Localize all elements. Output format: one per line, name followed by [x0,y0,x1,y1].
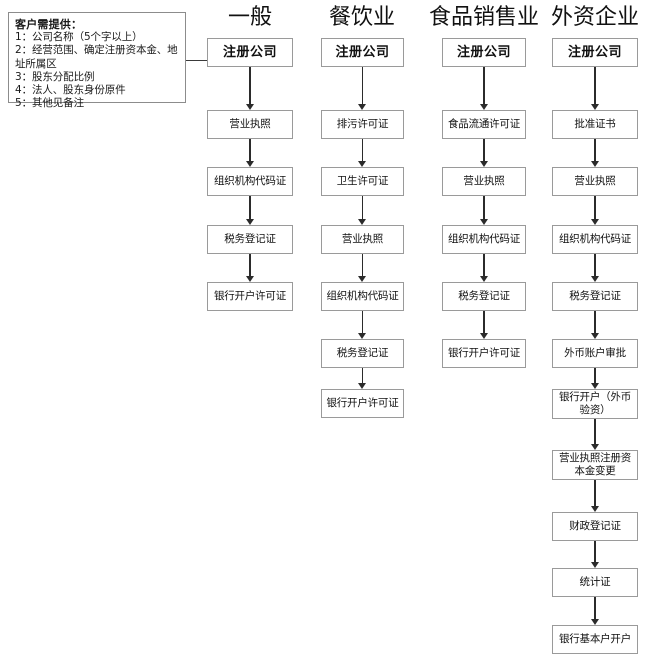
arrow-line-0-3 [249,254,251,278]
note-line-2: 2：经营范围、确定注册资本金、地址所属区 [15,44,178,70]
arrow-head-2-4 [479,333,488,339]
arrow-line-3-2 [594,196,596,221]
flow-node-2-0[interactable]: 注册公司 [442,38,526,67]
arrow-head-0-2 [245,219,254,225]
flow-node-0-0[interactable]: 注册公司 [207,38,293,67]
flow-node-3-9[interactable]: 统计证 [552,568,638,597]
flow-node-1-5[interactable]: 税务登记证 [321,339,404,368]
flow-node-2-4[interactable]: 税务登记证 [442,282,526,311]
arrow-head-3-1 [590,161,599,167]
arrow-line-3-6 [594,419,596,446]
arrow-line-3-3 [594,254,596,278]
arrow-line-2-1 [483,139,485,163]
arrow-head-3-8 [590,562,599,568]
arrow-line-2-3 [483,254,485,278]
flow-node-2-5[interactable]: 银行开户许可证 [442,339,526,368]
arrow-head-2-0 [479,104,488,110]
arrow-line-1-3 [361,254,364,278]
flow-node-3-10[interactable]: 银行基本户开户 [552,625,638,654]
flow-node-3-4[interactable]: 税务登记证 [552,282,638,311]
arrow-line-0-0 [249,67,251,106]
arrow-line-0-2 [249,196,251,221]
arrow-line-3-1 [594,139,596,163]
flow-node-3-1[interactable]: 批准证书 [552,110,638,139]
flow-node-1-6[interactable]: 银行开户许可证 [321,389,404,418]
arrow-head-1-1 [358,161,366,167]
flow-node-1-3[interactable]: 营业执照 [321,225,404,254]
flow-node-2-3[interactable]: 组织机构代码证 [442,225,526,254]
arrow-head-2-2 [479,219,488,225]
arrow-line-1-4 [361,311,364,335]
arrow-head-1-5 [358,383,366,389]
arrow-head-1-2 [358,219,366,225]
note-title: 客户需提供： [15,18,83,31]
flow-node-1-0[interactable]: 注册公司 [321,38,404,67]
arrow-line-3-9 [594,597,596,621]
note-line-4: 4：法人、股东身份原件 [15,84,126,97]
flow-node-3-7[interactable]: 营业执照注册资本金变更 [552,450,638,480]
customer-requirements-note: 客户需提供： 1：公司名称（5个字以上） 2：经营范围、确定注册资本金、地址所属… [8,12,186,109]
arrow-line-2-0 [483,67,485,106]
flow-node-3-5[interactable]: 外币账户审批 [552,339,638,368]
column-header-general: 一般 [227,5,272,30]
arrow-line-3-8 [594,541,596,564]
arrow-head-0-1 [245,161,254,167]
arrow-line-0-1 [249,139,251,163]
flow-node-0-2[interactable]: 组织机构代码证 [207,167,293,196]
arrow-head-3-3 [590,276,599,282]
arrow-line-2-4 [483,311,485,335]
arrow-head-1-0 [358,104,366,110]
arrow-line-1-0 [361,67,364,106]
flow-node-0-3[interactable]: 税务登记证 [207,225,293,254]
arrow-head-3-6 [590,444,599,450]
column-header-food-sales: 食品销售业 [428,5,539,30]
arrow-head-0-0 [245,104,254,110]
flow-node-0-4[interactable]: 银行开户许可证 [207,282,293,311]
note-line-3: 3：股东分配比例 [15,70,95,83]
arrow-line-3-4 [594,311,596,335]
arrow-line-1-2 [361,196,364,221]
flow-node-0-1[interactable]: 营业执照 [207,110,293,139]
arrow-line-1-5 [361,368,364,385]
flow-node-1-1[interactable]: 排污许可证 [321,110,404,139]
note-line-5: 5：其他见备注 [15,97,84,110]
arrow-head-3-7 [590,506,599,512]
arrow-line-2-2 [483,196,485,221]
flow-node-1-2[interactable]: 卫生许可证 [321,167,404,196]
note-connector-line [186,60,208,61]
arrow-head-0-3 [245,276,254,282]
arrow-line-3-7 [594,480,596,508]
arrow-head-1-4 [358,333,366,339]
flow-node-3-3[interactable]: 组织机构代码证 [552,225,638,254]
column-header-foreign-enterprise: 外资企业 [550,5,639,30]
arrow-head-3-0 [590,104,599,110]
arrow-head-3-5 [590,383,599,389]
flow-node-2-2[interactable]: 营业执照 [442,167,526,196]
arrow-head-2-3 [479,276,488,282]
flow-node-3-0[interactable]: 注册公司 [552,38,638,67]
arrow-head-3-9 [590,619,599,625]
flow-node-3-2[interactable]: 营业执照 [552,167,638,196]
note-line-1: 1：公司名称（5个字以上） [15,31,143,44]
arrow-head-1-3 [358,276,366,282]
flow-node-1-4[interactable]: 组织机构代码证 [321,282,404,311]
arrow-line-3-0 [594,67,596,106]
arrow-line-1-1 [361,139,364,163]
flow-node-3-6[interactable]: 银行开户（外币验资） [552,389,638,419]
arrow-head-3-2 [590,219,599,225]
flow-node-3-8[interactable]: 财政登记证 [552,512,638,541]
flow-node-2-1[interactable]: 食品流通许可证 [442,110,526,139]
column-header-catering: 餐饮业 [328,5,395,30]
arrow-head-2-1 [479,161,488,167]
arrow-head-3-4 [590,333,599,339]
arrow-line-3-5 [594,368,596,385]
